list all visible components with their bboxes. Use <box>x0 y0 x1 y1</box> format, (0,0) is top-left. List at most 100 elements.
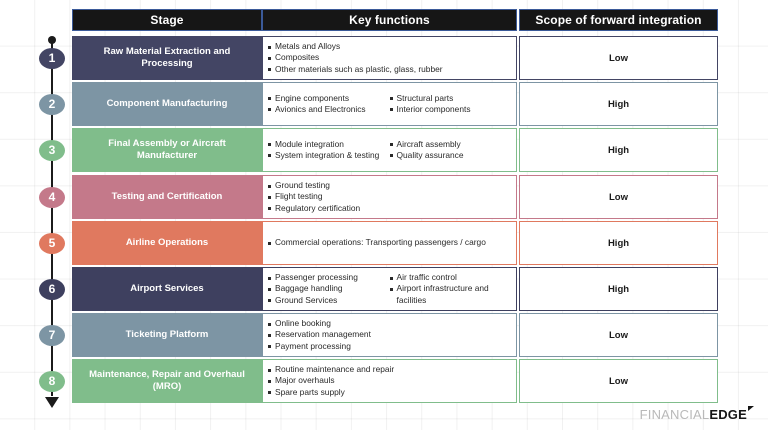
key-function-item: Flight testing <box>268 191 511 202</box>
stage-box[interactable]: Testing and Certification <box>72 175 262 219</box>
key-function-item: Ground Services <box>268 295 390 306</box>
timeline-step-number: 2 <box>48 97 56 111</box>
timeline-step-number: 1 <box>48 51 56 65</box>
logo-flag-icon <box>748 406 754 411</box>
key-function-item: Commercial operations: Transporting pass… <box>268 237 511 248</box>
column-headers: Stage Key functions Scope of forward int… <box>0 9 768 31</box>
scope-value: High <box>607 144 630 156</box>
scope-value: Low <box>609 329 628 341</box>
timeline-step-number: 7 <box>48 328 56 342</box>
timeline-step-number: 8 <box>48 374 56 388</box>
key-function-item: Other materials such as plastic, glass, … <box>268 64 511 75</box>
key-function-item: Composites <box>268 52 511 63</box>
scope-value: High <box>607 237 630 249</box>
timeline-step-number: 5 <box>48 236 56 250</box>
timeline-step-number: 4 <box>48 190 56 204</box>
key-function-item: Major overhauls <box>268 375 511 386</box>
key-function-item: Regulatory certification <box>268 203 511 214</box>
key-function-item: Interior components <box>389 104 512 115</box>
key-function-item: System integration & testing <box>268 150 390 161</box>
stage-label: Raw Material Extraction and Processing <box>103 46 231 69</box>
key-function-item: Module integration <box>268 139 390 150</box>
scope-box: Low <box>519 359 718 403</box>
stage-box[interactable]: Airline Operations <box>72 221 262 265</box>
timeline-step-marker: 7 <box>39 324 65 346</box>
scope-box: High <box>519 221 718 265</box>
scope-value: Low <box>609 52 628 64</box>
key-function-item: Engine components <box>268 93 390 104</box>
timeline-step-marker: 1 <box>39 47 65 69</box>
timeline-step-marker: 4 <box>39 186 65 208</box>
logo-financial-text: FINANCIAL <box>639 407 710 422</box>
key-function-item: Metals and Alloys <box>268 41 511 52</box>
stage-box[interactable]: Ticketing Platform <box>72 313 262 357</box>
scope-value: High <box>607 98 630 110</box>
scope-box: Low <box>519 313 718 357</box>
key-function-item: Airport infrastructure and facilities <box>389 283 512 305</box>
key-function-item: Online booking <box>268 318 511 329</box>
stage-box[interactable]: Raw Material Extraction and Processing <box>72 36 262 80</box>
timeline-line <box>51 38 53 396</box>
stage-label: Airline Operations <box>125 237 209 248</box>
key-function-item: Spare parts supply <box>268 387 511 398</box>
timeline-step-number: 3 <box>48 143 56 157</box>
stage-label: Component Manufacturing <box>106 98 228 109</box>
timeline-step-marker: 3 <box>39 139 65 161</box>
key-function-item: Baggage handling <box>268 283 390 294</box>
timeline-axis: 1 2 3 4 5 6 7 8 <box>39 34 65 408</box>
header-key-functions: Key functions <box>262 9 517 31</box>
key-function-item: Reservation management <box>268 329 511 340</box>
scope-value: Low <box>609 191 628 203</box>
stage-label: Maintenance, Repair and Overhaul (MRO) <box>89 369 245 392</box>
scope-value: Low <box>609 375 628 387</box>
scope-box: High <box>519 267 718 311</box>
timeline-step-marker: 8 <box>39 370 65 392</box>
timeline-step-number: 6 <box>48 282 56 296</box>
stage-label: Testing and Certification <box>111 191 223 202</box>
key-function-item: Ground testing <box>268 180 511 191</box>
logo-edge-text: EDGE <box>709 407 747 422</box>
scope-box: Low <box>519 175 718 219</box>
stage-box[interactable]: Component Manufacturing <box>72 82 262 126</box>
stage-box[interactable]: Airport Services <box>72 267 262 311</box>
key-function-item: Aircraft assembly <box>389 139 512 150</box>
stage-label: Ticketing Platform <box>125 329 209 340</box>
stage-box[interactable]: Maintenance, Repair and Overhaul (MRO) <box>72 359 262 403</box>
key-function-item: Routine maintenance and repair <box>268 364 511 375</box>
key-function-item: Avionics and Electronics <box>268 104 390 115</box>
key-function-item: Quality assurance <box>389 150 512 161</box>
key-functions-box: Commercial operations: Transporting pass… <box>262 221 517 265</box>
scope-value: High <box>607 283 630 295</box>
scope-box: High <box>519 128 718 172</box>
header-stage: Stage <box>72 9 262 31</box>
stage-label: Final Assembly or Aircraft Manufacturer <box>108 138 226 161</box>
timeline-step-marker: 2 <box>39 93 65 115</box>
stage-box[interactable]: Final Assembly or Aircraft Manufacturer <box>72 128 262 172</box>
key-function-item: Payment processing <box>268 341 511 352</box>
key-function-item: Air traffic control <box>389 272 512 283</box>
timeline-step-marker: 5 <box>39 232 65 254</box>
timeline-step-marker: 6 <box>39 278 65 300</box>
scope-box: High <box>519 82 718 126</box>
key-function-item: Passenger processing <box>268 272 390 283</box>
stage-label: Airport Services <box>130 283 204 294</box>
